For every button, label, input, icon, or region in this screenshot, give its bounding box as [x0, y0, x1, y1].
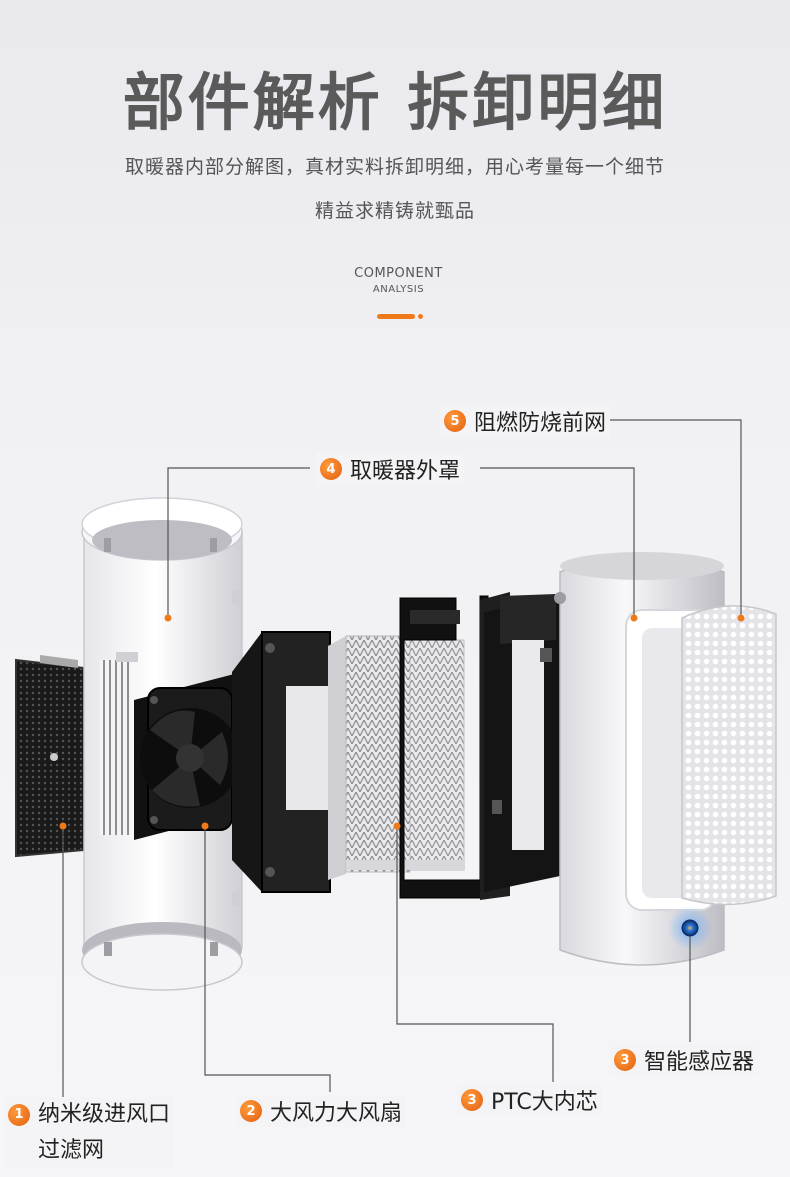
callout-label-line-1: 纳米级进风口: [38, 1102, 171, 1127]
number-badge: 1: [8, 1104, 30, 1126]
subtitle-line-1: 取暖器内部分解图，真材实料拆卸明细，用心考量每一个细节: [124, 156, 665, 178]
callout-outer-shell: 4 取暖器外罩: [316, 453, 465, 485]
callout-label: 大风力大风扇: [270, 1101, 403, 1126]
fan-bracket: [232, 631, 331, 893]
front-grille: [681, 605, 777, 906]
subtitle-line-2: 精益求精铸就甄品: [314, 200, 475, 222]
callout-fan: 2 大风力大风扇: [236, 1095, 407, 1127]
callout-label: 纳米级进风口 过滤网: [38, 1097, 170, 1169]
number-badge: 3: [614, 1049, 636, 1071]
callout-ptc-core: 3 PTC大内芯: [457, 1084, 602, 1116]
callout-label: 阻燃防烧前网: [474, 411, 607, 436]
callout-label: 取暖器外罩: [350, 459, 461, 484]
callout-smart-sensor: 3 智能感应器: [610, 1044, 759, 1076]
anchor-dots: [59, 614, 745, 830]
leader-lines: [62, 419, 742, 1110]
fan-unit: [134, 672, 242, 840]
callout-filter: 1 纳米级进风口 过滤网: [4, 1097, 175, 1169]
ptc-core: [328, 635, 465, 880]
callout-label: 智能感应器: [644, 1050, 755, 1075]
callout-label: PTC大内芯: [491, 1090, 598, 1115]
accent-bar: [377, 314, 415, 319]
accent-dot: [418, 314, 423, 319]
page-title: 部件解析 拆卸明细: [122, 66, 668, 139]
number-badge: 3: [461, 1089, 483, 1111]
callout-front-grille: 5 阻燃防烧前网: [440, 405, 611, 437]
filter-panel: [15, 655, 85, 858]
number-badge: 5: [444, 410, 466, 432]
callout-label-line-2: 过滤网: [38, 1138, 105, 1163]
number-badge: 4: [320, 458, 342, 480]
english-subheading: ANALYSIS: [372, 284, 425, 295]
english-heading: COMPONENT: [354, 266, 443, 281]
number-badge: 2: [240, 1100, 262, 1122]
rear-bracket: [484, 594, 560, 892]
